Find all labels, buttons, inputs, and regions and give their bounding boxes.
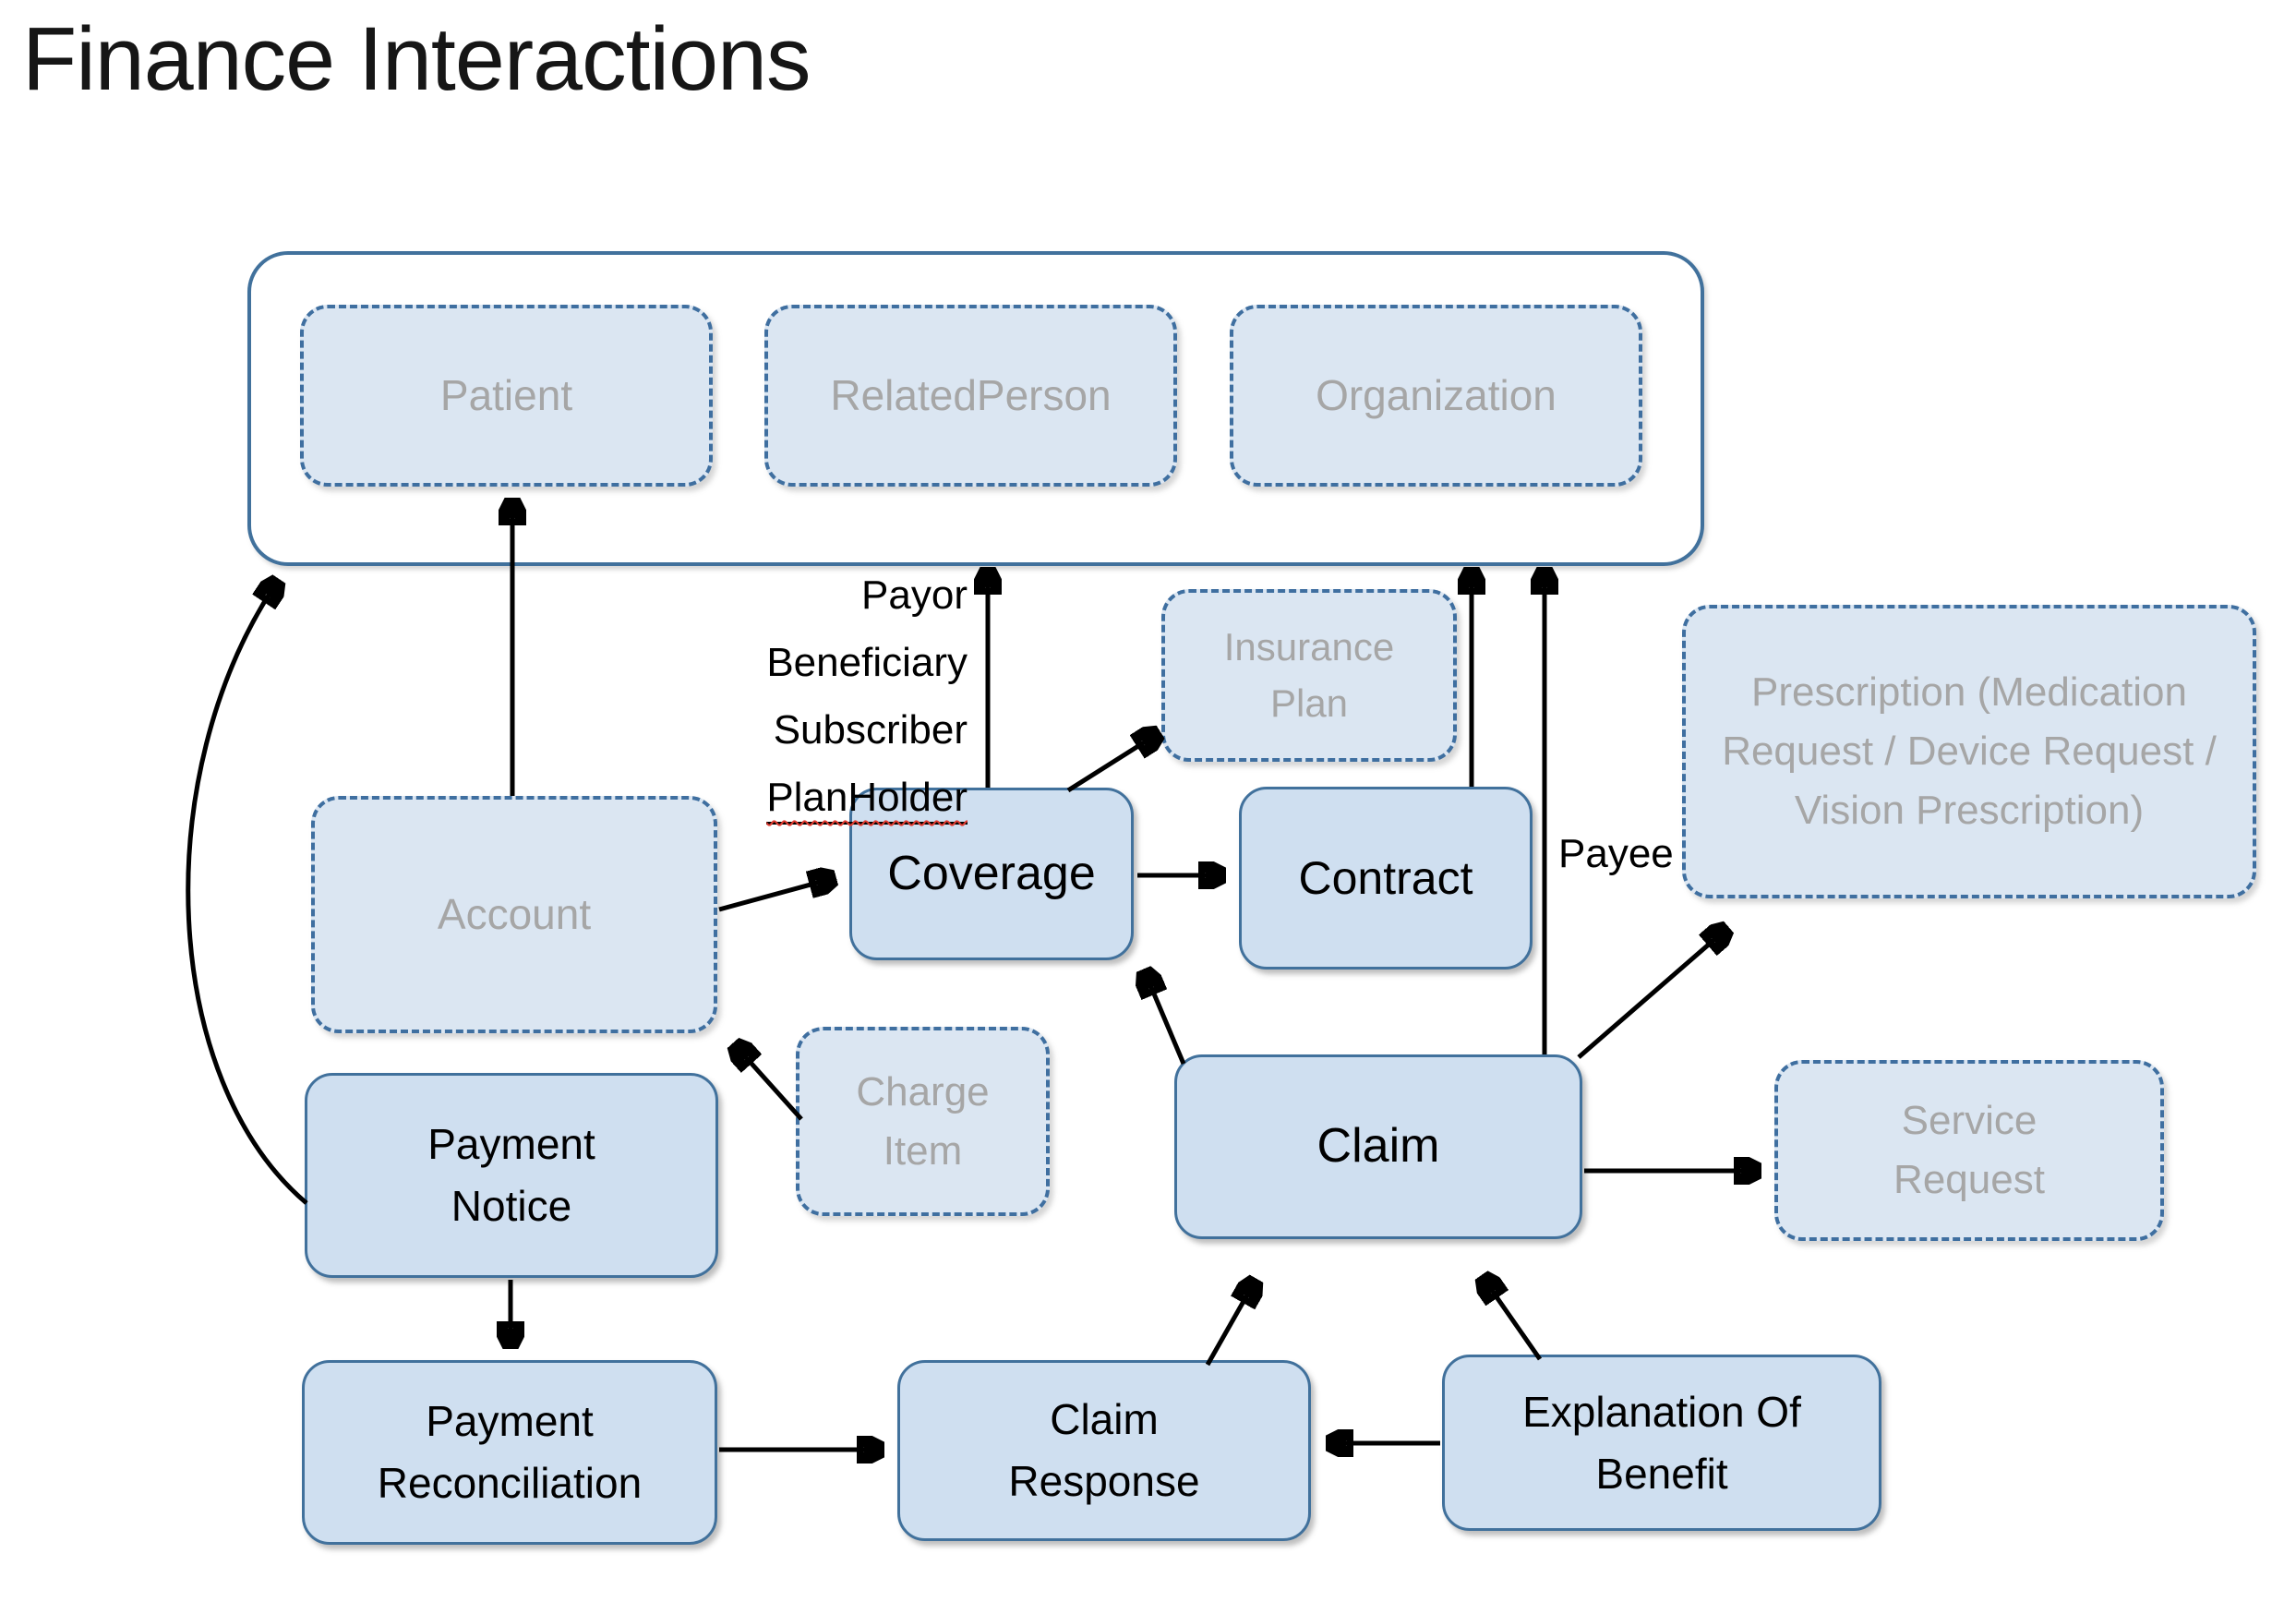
node-payment-reconciliation-label: Payment Reconciliation (377, 1397, 643, 1507)
node-organization-label: Organization (1316, 371, 1557, 420)
node-payment-notice: Payment Notice (305, 1073, 718, 1278)
beneficiary-label: Beneficiary (766, 640, 968, 685)
arrow-claim-to-coverage (1146, 974, 1186, 1065)
node-contract: Contract (1239, 787, 1533, 970)
page-title: Finance Interactions (22, 8, 811, 109)
node-payment-notice-label: Payment Notice (427, 1120, 595, 1230)
payee-annotation: Payee (1558, 831, 1674, 876)
node-account: Account (311, 796, 717, 1033)
node-explanation-of-benefit: Explanation Of Benefit (1442, 1355, 1881, 1531)
arrow-claim-payee-to-prescription (1577, 931, 1725, 1059)
node-related-person: RelatedPerson (764, 305, 1177, 487)
coverage-roles-annotation: Payor Beneficiary Subscriber PlanHolder (598, 561, 968, 831)
node-account-label: Account (437, 890, 592, 939)
arrow-account-to-coverage (718, 879, 831, 912)
node-organization: Organization (1230, 305, 1642, 487)
node-claim-label: Claim (1316, 1119, 1440, 1174)
node-service-request: Service Request (1774, 1060, 2164, 1241)
planholder-label: PlanHolder (766, 775, 968, 825)
node-insurance-plan-label: Insurance Plan (1223, 624, 1395, 725)
node-related-person-label: RelatedPerson (830, 371, 1112, 420)
node-charge-item: Charge Item (796, 1027, 1050, 1216)
subscriber-label: Subscriber (773, 707, 968, 753)
node-claim-response: Claim Response (897, 1360, 1311, 1541)
arrow-eob-to-claim (1485, 1280, 1543, 1361)
node-coverage-label: Coverage (887, 846, 1096, 900)
node-prescription-label: Prescription (Medication Request / Devic… (1722, 669, 2217, 833)
node-charge-item-label: Charge Item (856, 1068, 990, 1174)
node-insurance-plan: Insurance Plan (1161, 589, 1457, 762)
node-service-request-label: Service Request (1893, 1098, 2045, 1202)
node-patient: Patient (300, 305, 713, 487)
node-coverage: Coverage (849, 788, 1134, 960)
node-claim-response-label: Claim Response (1008, 1395, 1200, 1505)
node-patient-label: Patient (439, 371, 573, 420)
node-explanation-of-benefit-label: Explanation Of Benefit (1522, 1387, 1801, 1498)
arrow-payment-notice-to-parties (186, 584, 308, 1205)
arrow-claim-response-to-claim (1205, 1283, 1254, 1367)
arrow-charge-item-to-account (737, 1047, 803, 1121)
arrow-coverage-to-insurance-plan (1066, 735, 1156, 793)
node-contract-label: Contract (1298, 851, 1473, 904)
node-claim: Claim (1174, 1054, 1582, 1239)
payor-label: Payor (861, 572, 968, 618)
node-payment-reconciliation: Payment Reconciliation (302, 1360, 717, 1545)
node-prescription: Prescription (Medication Request / Devic… (1682, 605, 2256, 898)
